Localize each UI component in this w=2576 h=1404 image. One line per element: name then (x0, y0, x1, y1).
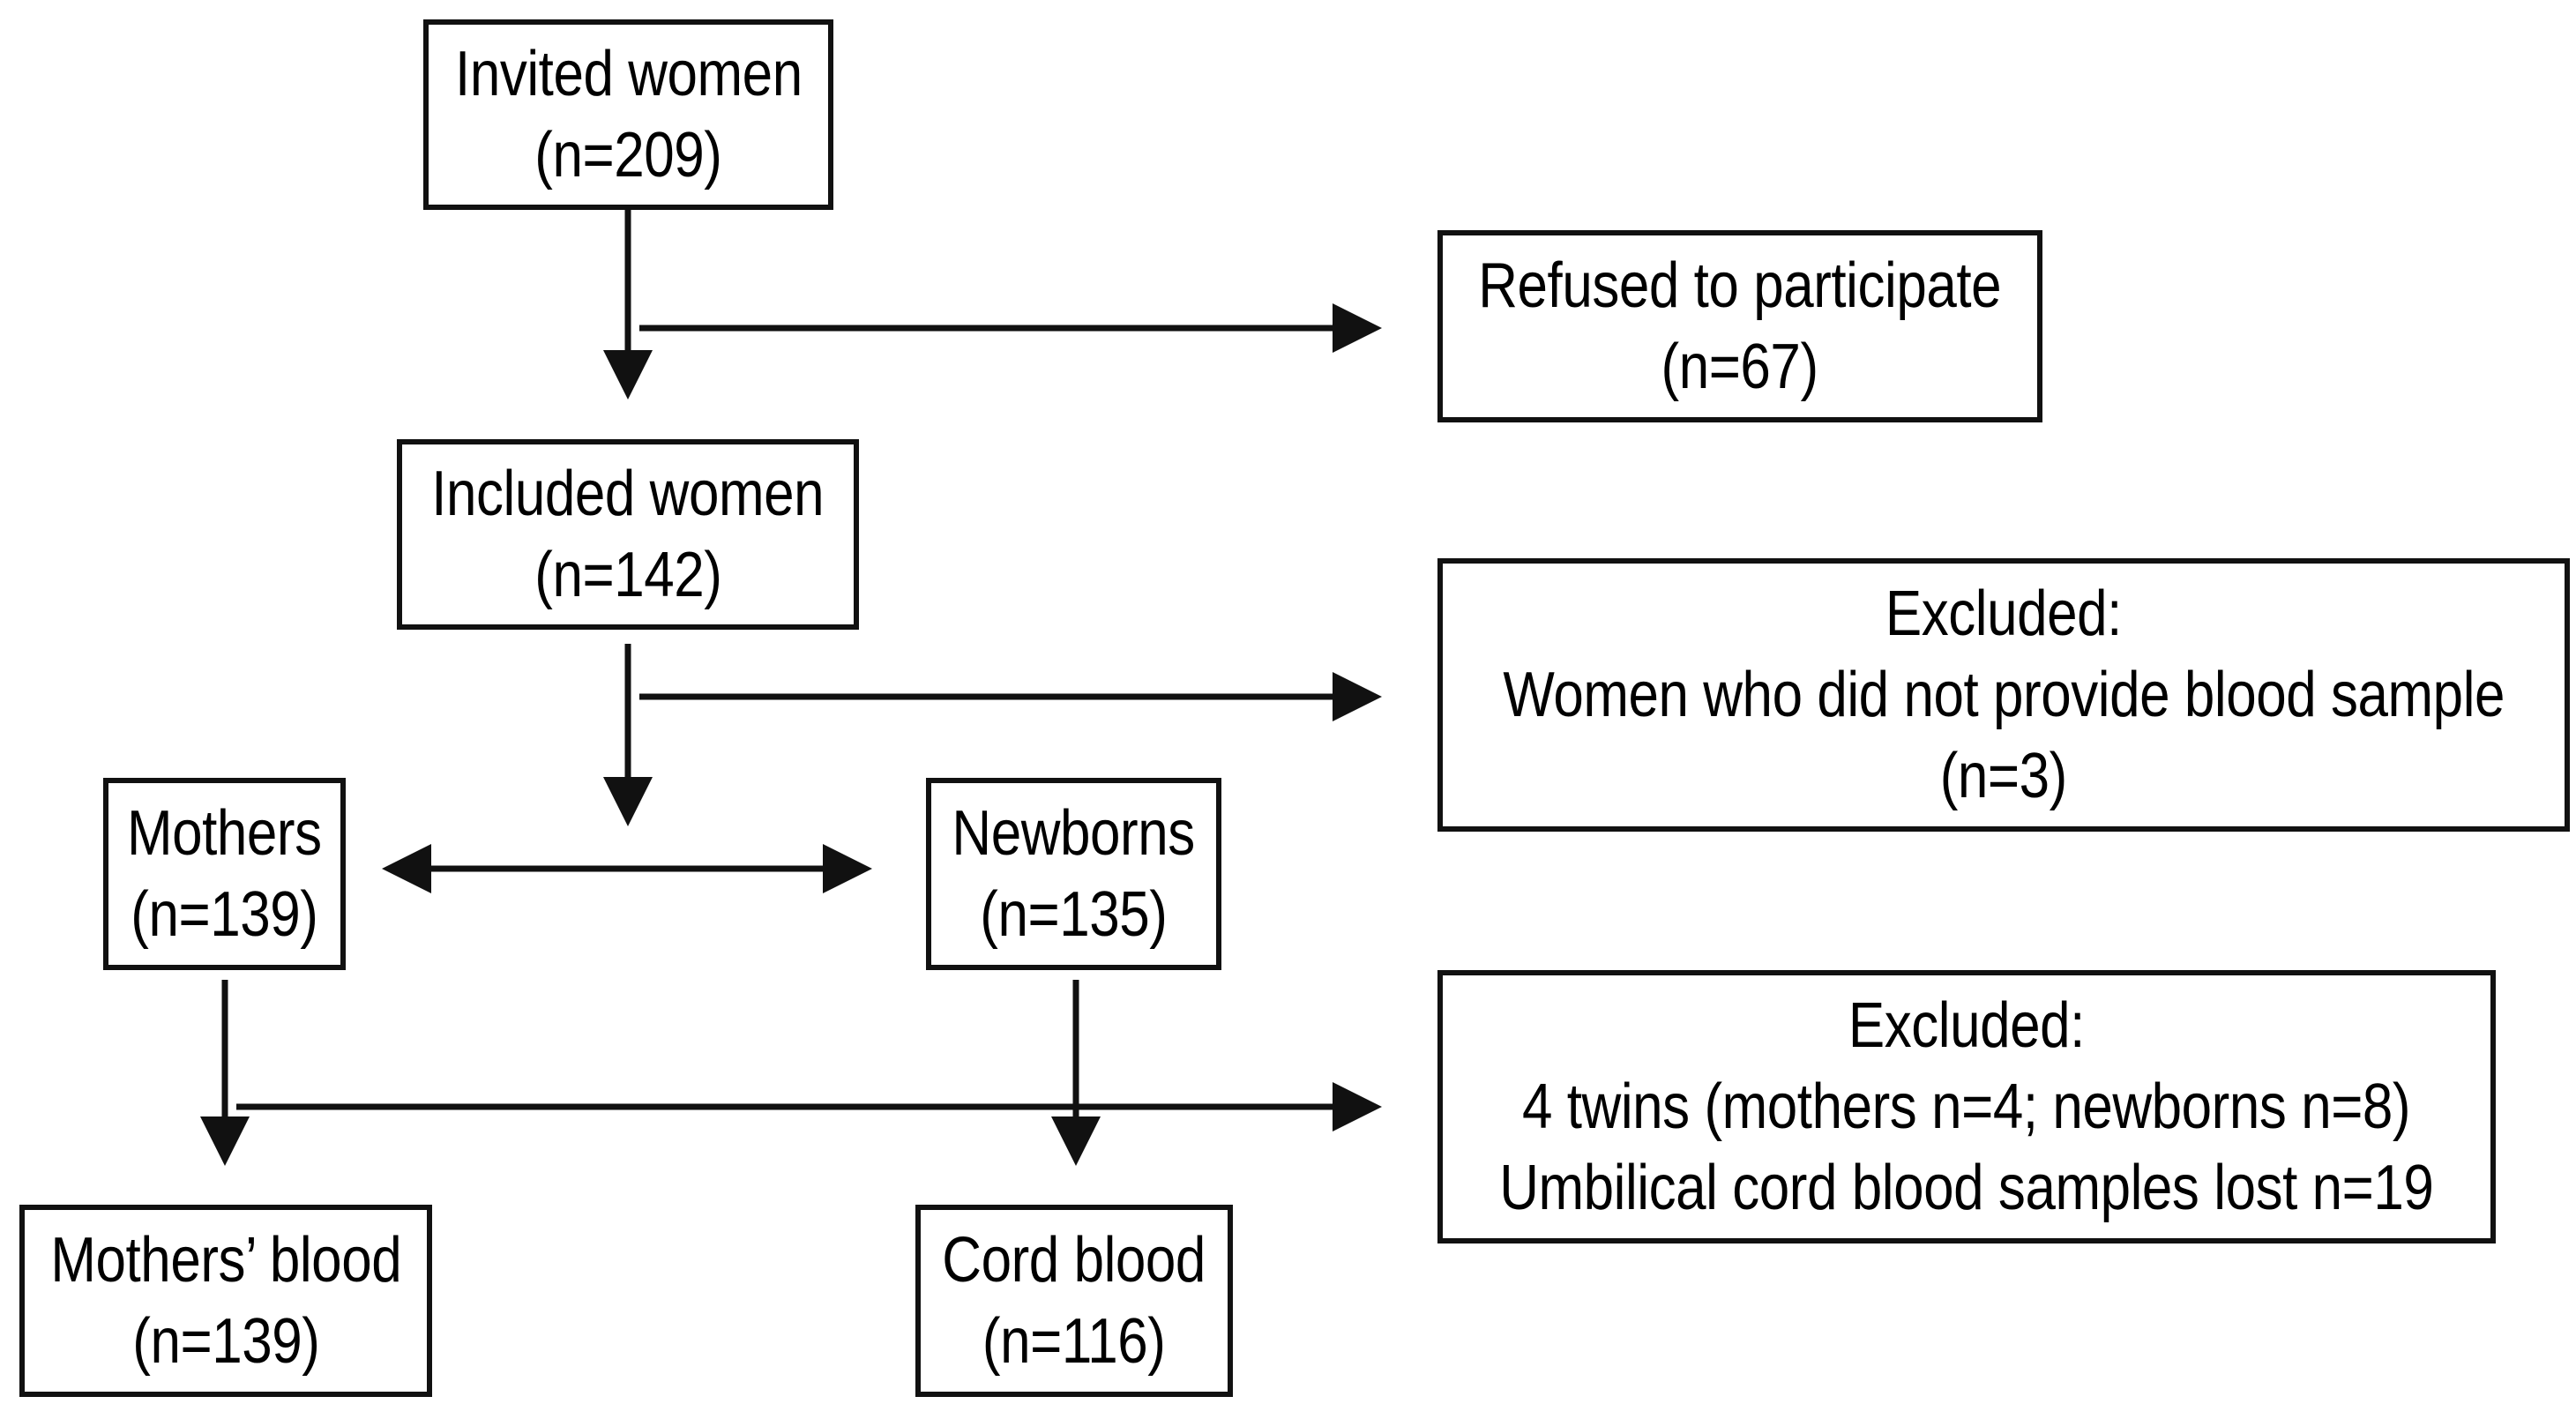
newborns-box: Newborns (n=135) (926, 778, 1221, 970)
excluded-twins-detail-twins: 4 twins (mothers n=4; newborns n=8) (1522, 1072, 2411, 1142)
mothers-box: Mothers (n=139) (103, 778, 346, 970)
included-women-box: Included women (n=142) (397, 439, 859, 630)
excluded-blood-count: (n=3) (1939, 741, 2068, 811)
newborns-count: (n=135) (980, 879, 1168, 950)
invited-women-box: Invited women (n=209) (423, 19, 833, 210)
invited-women-count: (n=209) (534, 120, 722, 190)
excluded-blood-box: Excluded: Women who did not provide bloo… (1437, 558, 2570, 832)
mothers-blood-box: Mothers’ blood (n=139) (19, 1205, 432, 1397)
mothers-count: (n=139) (131, 879, 318, 950)
excluded-blood-detail: Women who did not provide blood sample (1503, 660, 2505, 730)
cord-blood-title: Cord blood (942, 1225, 1206, 1296)
mothers-blood-title: Mothers’ blood (50, 1225, 401, 1296)
included-women-title: Included women (431, 459, 825, 529)
cord-blood-box: Cord blood (n=116) (915, 1205, 1233, 1397)
excluded-blood-title: Excluded: (1885, 579, 2123, 649)
excluded-twins-detail-lost: Umbilical cord blood samples lost n=19 (1499, 1153, 2434, 1223)
mothers-blood-count: (n=139) (131, 1306, 320, 1377)
invited-women-title: Invited women (454, 39, 803, 109)
mothers-title: Mothers (127, 798, 322, 869)
excluded-twins-title: Excluded: (1848, 990, 2086, 1061)
excluded-twins-box: Excluded: 4 twins (mothers n=4; newborns… (1437, 970, 2496, 1243)
refused-box: Refused to participate (n=67) (1437, 230, 2042, 422)
refused-count: (n=67) (1661, 332, 1819, 402)
cord-blood-count: (n=116) (982, 1306, 1166, 1377)
newborns-title: Newborns (952, 798, 1196, 869)
refused-title: Refused to participate (1478, 250, 2002, 321)
included-women-count: (n=142) (534, 540, 722, 610)
